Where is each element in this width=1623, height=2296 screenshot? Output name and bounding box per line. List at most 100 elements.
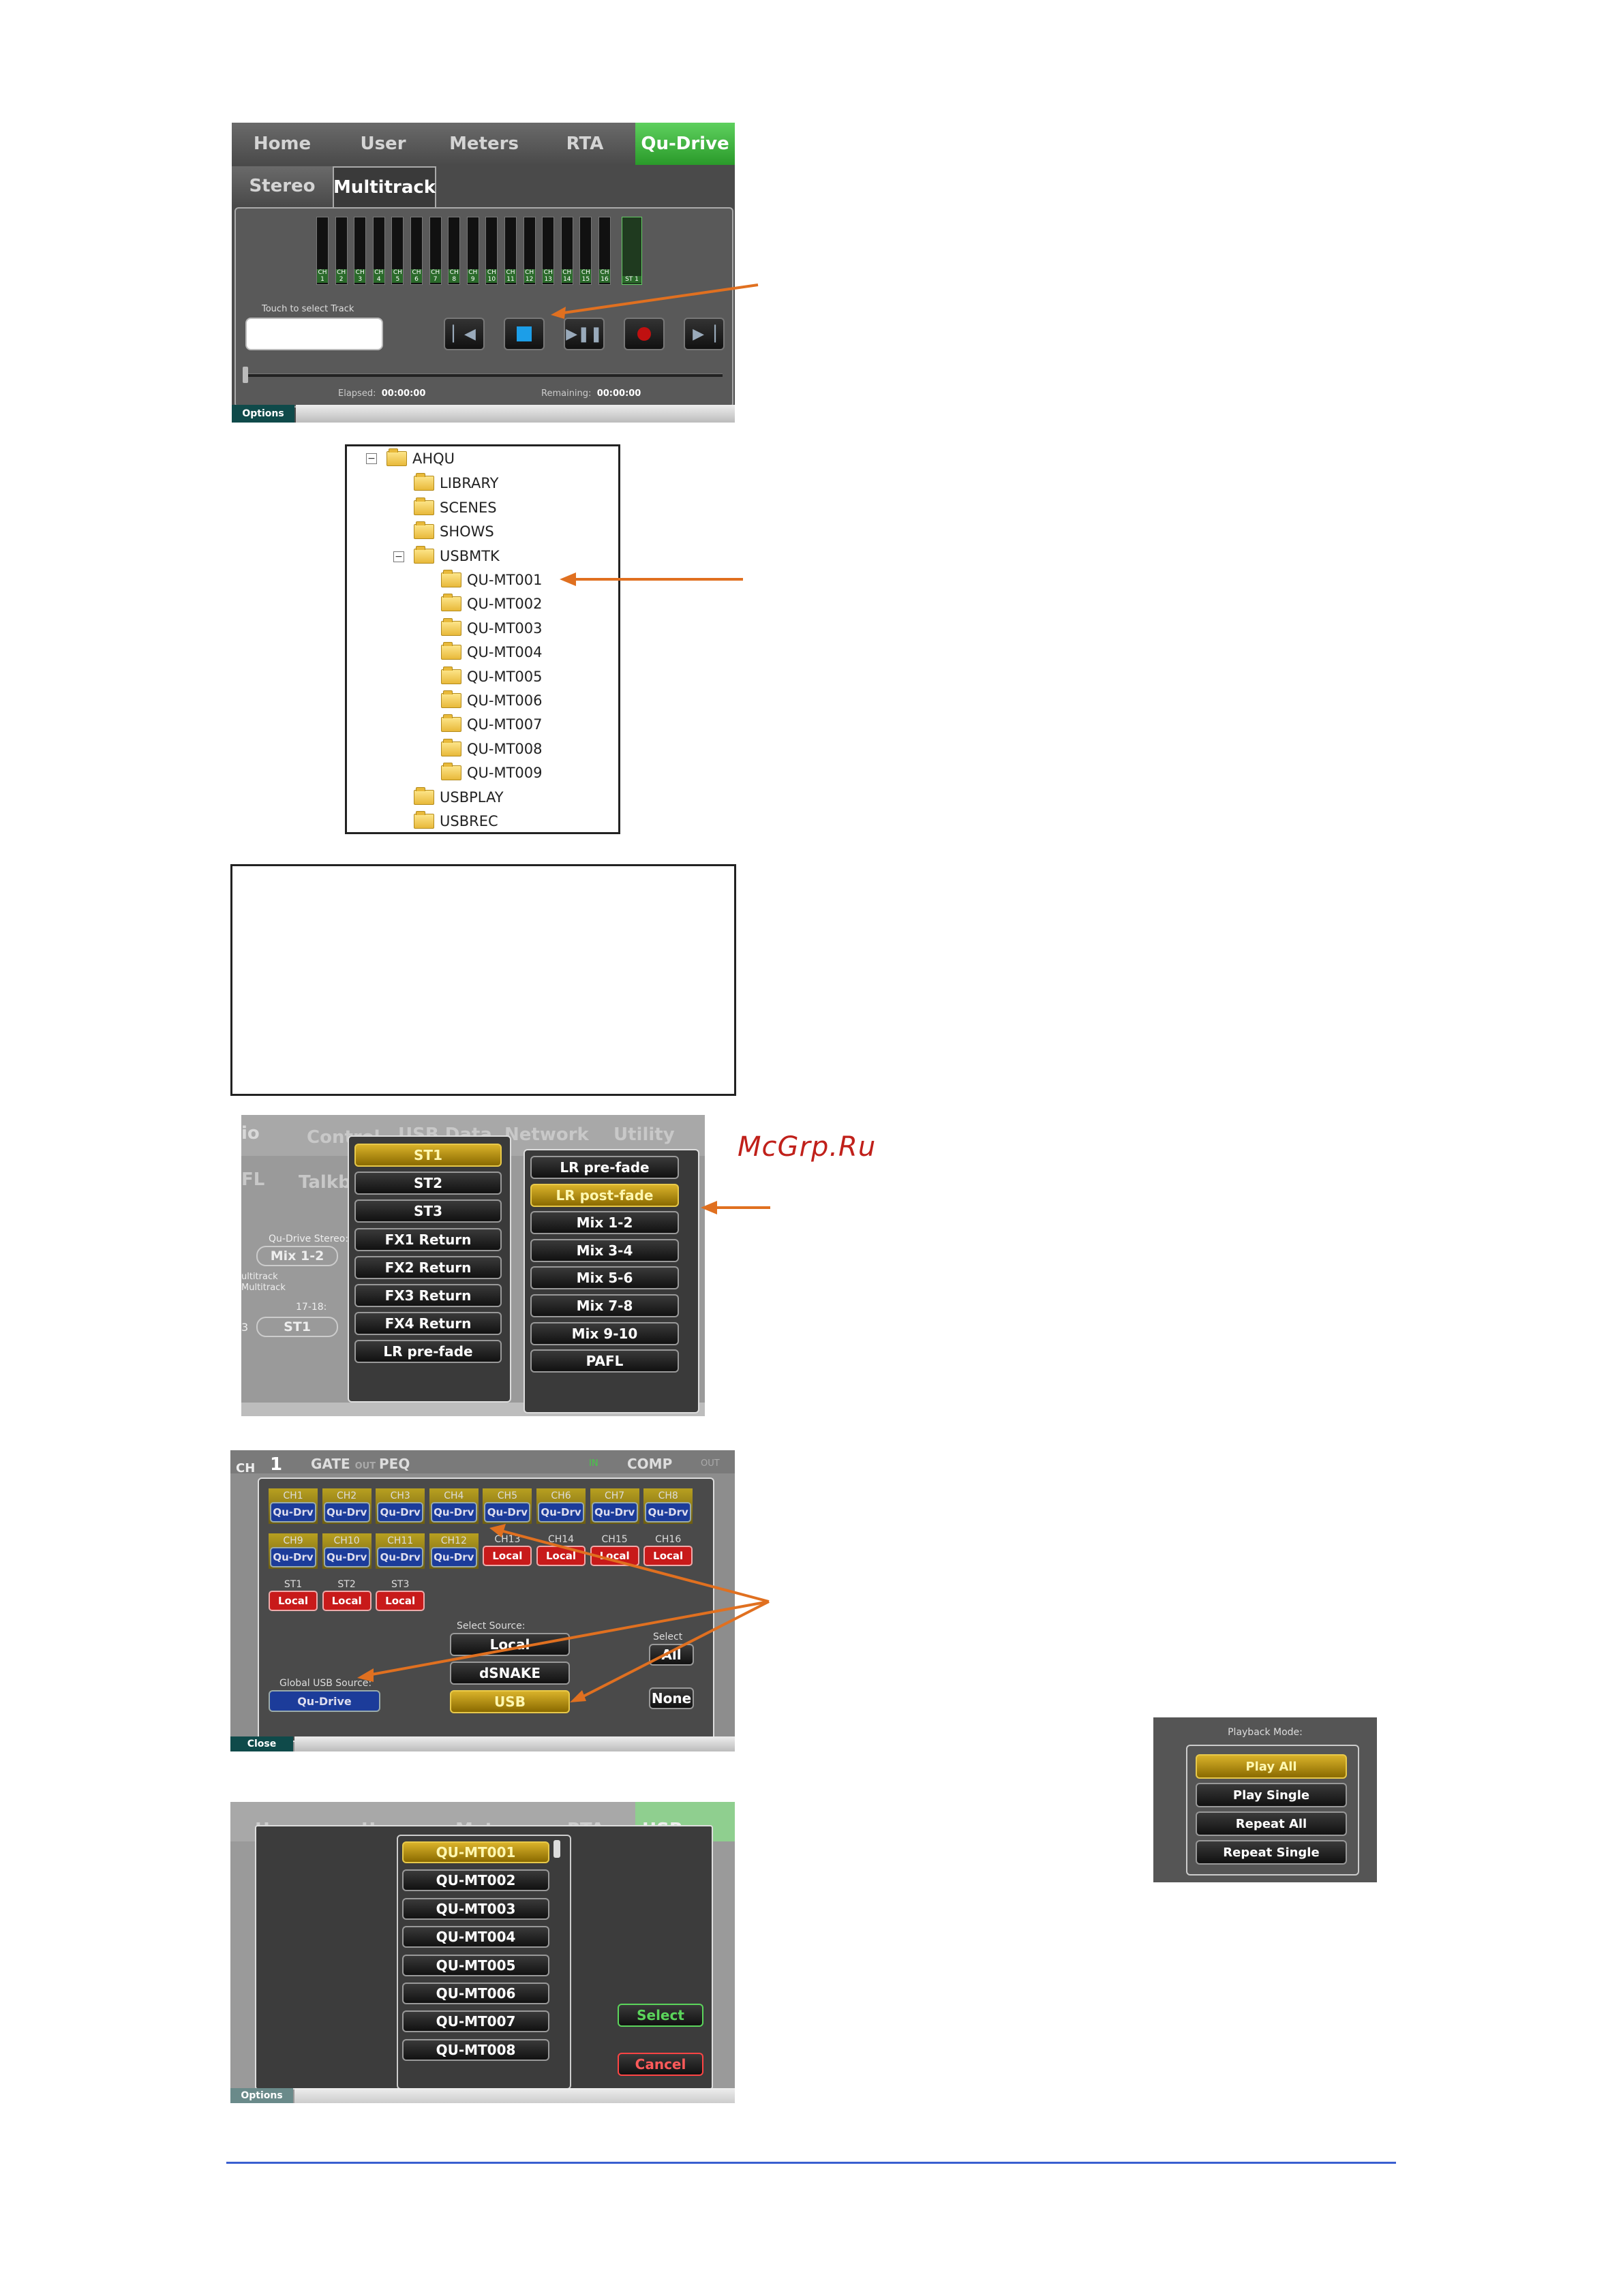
source-option[interactable]: FX1 Return [354, 1227, 502, 1251]
source-usb-button[interactable]: USB [450, 1690, 570, 1713]
tab-home[interactable]: Home [232, 123, 334, 165]
source-option[interactable]: FX4 Return [354, 1312, 502, 1336]
tree-item-track[interactable]: QU-MT006 [441, 690, 543, 709]
track-option[interactable]: QU-MT008 [402, 2038, 549, 2061]
tree-item-usbrec[interactable]: USBREC [414, 811, 498, 829]
position-slider[interactable] [245, 373, 723, 377]
track-select-field[interactable] [245, 318, 383, 350]
track-list-scrollbar[interactable] [553, 1840, 560, 1858]
tap-point-option[interactable]: Mix 3-4 [530, 1238, 679, 1262]
subtab-stereo[interactable]: Stereo [232, 166, 334, 206]
channel-meter[interactable]: CH 16 [598, 217, 611, 285]
channel-meter[interactable]: CH 8 [448, 217, 461, 285]
options-tab[interactable]: Options [230, 2088, 293, 2103]
channel-meter[interactable]: CH 1 [316, 217, 329, 285]
subtab-multitrack[interactable]: Multitrack [333, 166, 436, 207]
source-option[interactable]: ST1 [354, 1144, 502, 1167]
options-button[interactable]: Options [232, 405, 294, 423]
channel-meter[interactable]: CH 14 [560, 217, 573, 285]
channel-meter[interactable]: CH 12 [523, 217, 536, 285]
root-collapse-toggle[interactable]: − [366, 453, 377, 464]
track-option[interactable]: QU-MT004 [402, 1926, 549, 1948]
channel-meter[interactable]: CH 3 [354, 217, 367, 285]
channel-meter[interactable]: CH 2 [335, 217, 348, 285]
slider-handle[interactable] [243, 367, 248, 383]
tree-item-track[interactable]: QU-MT009 [441, 763, 543, 781]
tree-item-scenes[interactable]: SCENES [414, 498, 497, 516]
channel-meter[interactable]: CH 7 [429, 217, 442, 285]
channel-meter[interactable]: CH 9 [466, 217, 479, 285]
st-meter[interactable]: ST 1 [622, 217, 642, 285]
source-option[interactable]: FX3 Return [354, 1284, 502, 1307]
channel-meter[interactable]: CH 15 [579, 217, 592, 285]
track-option[interactable]: QU-MT005 [402, 1954, 549, 1976]
mode-play-single-button[interactable]: Play Single [1196, 1783, 1347, 1807]
stop-button[interactable] [504, 318, 545, 350]
tree-item-track[interactable]: QU-MT003 [441, 617, 543, 637]
mode-repeat-single-button[interactable]: Repeat Single [1196, 1840, 1347, 1865]
channel-meter[interactable]: CH 10 [485, 217, 498, 285]
channel-meter[interactable]: CH 11 [504, 217, 517, 285]
track-option[interactable]: QU-MT002 [402, 1869, 549, 1892]
tap-point-option[interactable]: LR pre-fade [530, 1156, 679, 1179]
tree-item-track[interactable]: QU-MT005 [441, 666, 543, 685]
tap-point-option[interactable]: Mix 1-2 [530, 1211, 679, 1235]
record-button[interactable] [624, 318, 665, 350]
tap-point-option[interactable]: Mix 7-8 [530, 1294, 679, 1317]
play-pause-button[interactable]: ▶❚❚ [564, 318, 605, 350]
source-local-button[interactable]: Local [450, 1633, 570, 1656]
tap-point-option[interactable]: PAFL [530, 1349, 679, 1373]
tree-item-track[interactable]: QU-MT004 [441, 642, 543, 660]
source-option[interactable]: FX2 Return [354, 1255, 502, 1279]
tap-point-option[interactable]: LR post-fade [530, 1183, 679, 1207]
skip-back-button[interactable]: ▏◀ [444, 318, 485, 350]
tree-item-usbmtk[interactable]: USBMTK [414, 546, 500, 564]
tap-point-option[interactable]: Mix 9-10 [530, 1321, 679, 1345]
skip-forward-button[interactable]: ▶▕ [684, 318, 725, 350]
tree-root[interactable]: AHQU [386, 448, 455, 467]
channel-meter[interactable]: CH 5 [391, 217, 404, 285]
channel-meter[interactable]: CH 13 [542, 217, 555, 285]
tree-item-track[interactable]: QU-MT007 [441, 714, 543, 733]
tree-item-shows[interactable]: SHOWS [414, 521, 494, 540]
cancel-button[interactable]: Cancel [618, 2053, 703, 2076]
channel-meter[interactable]: CH 4 [372, 217, 385, 285]
select-none-button[interactable]: None [649, 1687, 694, 1709]
track-option[interactable]: QU-MT001 [402, 1841, 549, 1863]
select-track-button[interactable]: Select [618, 2004, 703, 2027]
close-tab[interactable]: Close [230, 1736, 293, 1751]
tree-item-track[interactable]: QU-MT001 [441, 570, 543, 588]
source-option[interactable]: ST2 [354, 1172, 502, 1195]
tree-item-track[interactable]: QU-MT008 [441, 738, 543, 757]
mode-play-all-button[interactable]: Play All [1196, 1754, 1347, 1779]
global-usb-button[interactable]: Qu-Drive [269, 1690, 380, 1712]
tab-rta[interactable]: RTA [534, 123, 637, 165]
channel-meter[interactable]: CH 6 [410, 217, 423, 285]
track-option[interactable]: QU-MT003 [402, 1897, 549, 1920]
mode-repeat-all-button[interactable]: Repeat All [1196, 1811, 1347, 1836]
tab-meters[interactable]: Meters [434, 123, 536, 165]
track-option[interactable]: QU-MT007 [402, 2010, 549, 2033]
usbmtk-collapse-toggle[interactable]: − [393, 551, 404, 562]
tap-point-option[interactable]: Mix 5-6 [530, 1266, 679, 1290]
source-option[interactable]: LR pre-fade [354, 1340, 502, 1364]
